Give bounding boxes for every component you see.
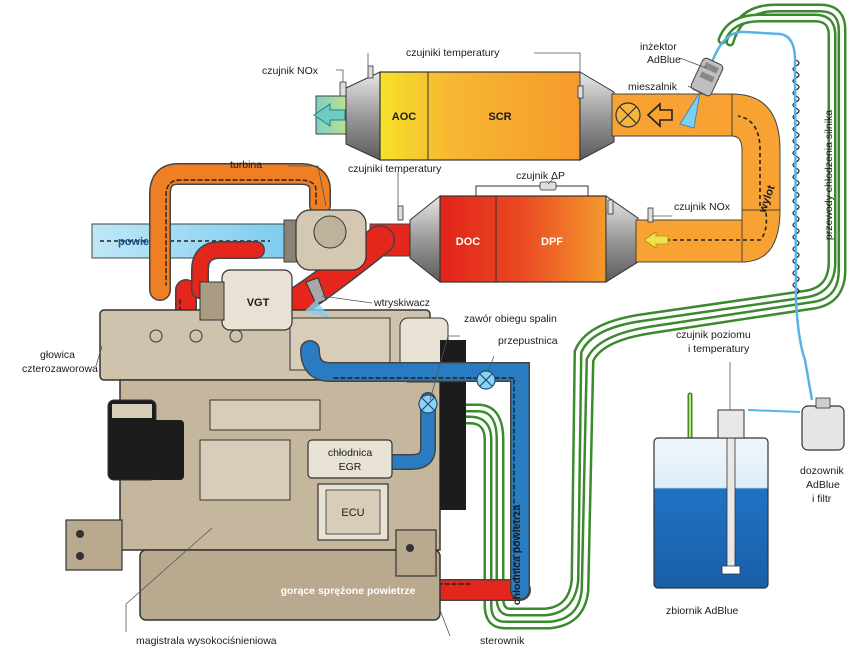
dpf-cone-left [409,194,441,284]
injector-rail [209,399,321,431]
injector-label-1: inżektor [640,41,677,53]
engine-mount-left [65,519,123,571]
temp-sensor-mid-right [607,199,614,215]
doser-label-1: dozownik [800,465,845,477]
cooling-coil [792,59,800,295]
injector-label-2: AdBlue [647,54,681,66]
scr-cone-right [579,71,615,161]
injector-icon [690,57,724,97]
temp-sensors-top-label: czujniki temperatury [406,47,500,59]
adblue-tank-line [747,409,801,413]
dpf-outlet-elbow [741,209,781,263]
engine-mount-right [395,529,437,577]
charge-cooler-label: chłodnica powietrza [511,505,523,606]
wtryskiwacz-label: wtryskiwacz [373,297,430,309]
injector-nozzle-icon [305,277,327,305]
temp-sensors-mid-label: czujniki temperatury [348,163,442,175]
egr-intake-path [300,340,530,600]
dpf-exhaust-line: DOC DPF wylot [369,181,781,284]
scr-can [379,71,581,161]
flow-arrow-icon [646,102,673,128]
egr-cooler [307,439,393,479]
scr-exhaust-line: AOC SCR [313,57,781,211]
tank-label: zbiornik AdBlue [666,605,739,617]
dpf-label: DPF [541,236,563,248]
mixer-label: mieszalnik [628,81,678,93]
rail-label: magistrala wysokociśnieniowa [136,635,277,647]
yellow-arrow-icon [643,231,669,249]
outlet-arrow-icon [313,103,346,127]
ecu-module: ECU [317,483,389,541]
dp-sensor-label: czujnik ΔP [516,170,565,182]
doser-label-3: i filtr [812,493,832,505]
adblue-doser [801,397,845,451]
temp-sensor-mid-left [397,205,404,221]
level-sensor-label-1: czujnik poziomu [676,329,751,341]
dp-sensor-lines [475,185,589,196]
egr-cooler-label-2: EGR [339,461,362,473]
doc-label: DOC [456,236,481,248]
labels: czujnik NOx czujniki temperatury inżekto… [22,41,845,647]
ecu-label: ECU [341,507,364,519]
adblue-supply-line [706,30,814,401]
coolant-line-outer-inner [443,6,844,627]
throttle-label: przepustnica [498,335,558,347]
turbine-wheel-icon [313,215,347,249]
temp-sensor-top-right [577,85,584,99]
nox-sensor-top-label: czujnik NOx [262,65,319,77]
level-sensor-head [717,409,745,439]
coolant-lines-label: przewody chłodzenia silnika [823,110,835,240]
wastegate [199,281,225,321]
temp-sensor-top-left [367,65,374,79]
lower-body-dark [199,439,291,501]
aoc-label: AOC [392,111,417,123]
engine-sump [139,549,441,621]
tank-body [653,437,769,589]
nox-sensor-right [647,207,654,223]
nox-sensor-top [339,81,347,97]
dp-sensor [539,181,557,191]
scr-label: SCR [488,111,511,123]
nox-sensor-right-label: czujnik NOx [674,201,731,213]
scr-cone-left [345,71,381,161]
adblue-spray-icon [679,91,701,129]
head-label-2: czterozaworowa [22,363,98,375]
leader-lines [95,52,731,637]
doser-label-2: AdBlue [806,479,840,491]
hot-air-label: gorące sprężone powietrze [281,585,416,597]
level-sensor-label-2: i temperatury [688,343,750,355]
controller-label: sterownik [480,635,525,647]
fuel-filter [150,420,184,480]
level-sensor-float [721,565,741,575]
head-label-1: głowica [40,349,75,361]
vgt-label: VGT [247,297,270,309]
turbocharger: VGT [199,209,367,331]
egr-cooler-label-1: chłodnica [328,447,373,459]
turbine-label: turbina [230,159,262,171]
dpf-can [439,195,607,283]
egr-valve-label: zawór obiegu spalin [464,313,557,325]
adblue-tank [653,409,769,589]
